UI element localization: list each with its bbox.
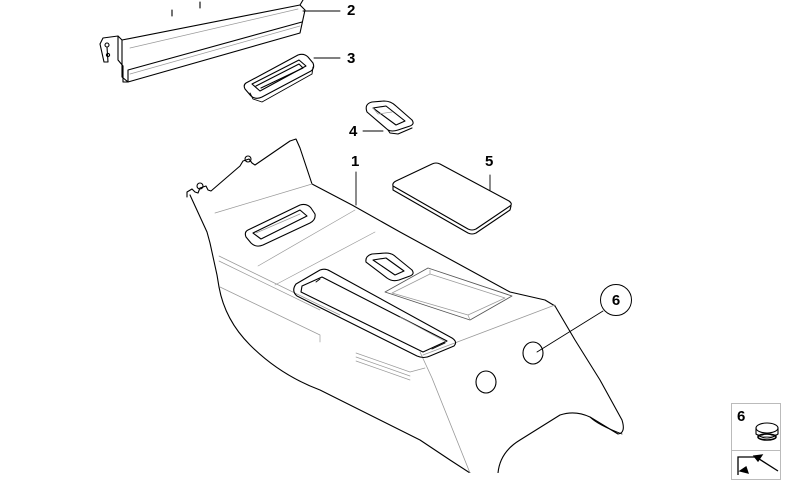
callout-1: 1 — [351, 153, 360, 170]
part-1-center-console[interactable] — [186, 138, 624, 473]
leader-lines — [302, 10, 604, 353]
callout-4: 4 — [349, 123, 358, 140]
part-5-mat-pad[interactable] — [392, 162, 512, 235]
legend-item-box[interactable]: 6 — [731, 403, 781, 451]
legend-item-number: 6 — [737, 408, 746, 425]
callout-5: 5 — [485, 153, 494, 170]
part-2-bracket-strip[interactable] — [99, 0, 306, 83]
part-4-trapezoid-bezel[interactable] — [365, 100, 414, 135]
part-3-insert-tray[interactable] — [243, 53, 315, 103]
callout-2: 2 — [347, 2, 356, 19]
callout-3: 3 — [347, 50, 356, 67]
callout-6-circled: 6 — [600, 284, 632, 316]
legend-nav-box[interactable] — [731, 450, 781, 480]
arrow-icon — [737, 454, 779, 475]
plug-cap-icon — [755, 422, 779, 441]
